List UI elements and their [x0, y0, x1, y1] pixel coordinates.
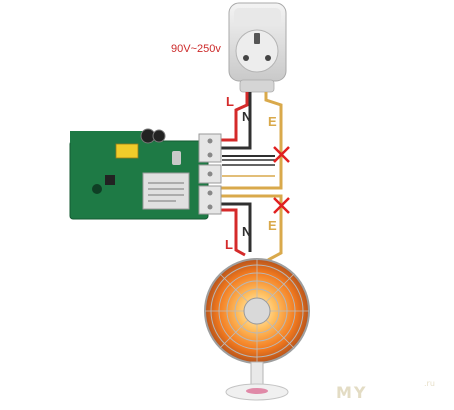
wire-label-live-top: L — [226, 94, 234, 109]
cross-mark-icon — [273, 146, 290, 163]
wire-label-live-bottom: L — [225, 237, 233, 252]
wires-bottom — [215, 164, 283, 262]
supply-voltage-label: 90V~250v — [171, 43, 221, 55]
power-socket-icon — [228, 2, 287, 93]
wire-label-neutral-bottom: N — [242, 224, 251, 239]
wires-top — [215, 92, 283, 190]
wire-label-earth-bottom: E — [268, 218, 277, 233]
wire-label-earth-top: E — [268, 114, 277, 129]
relay-module-board — [69, 128, 209, 220]
wire-label-neutral-top: N — [242, 109, 251, 124]
cross-mark-icon — [273, 197, 290, 214]
terminal-blocks — [198, 133, 222, 215]
watermark-text: MY — [336, 383, 368, 402]
electric-heater-icon — [204, 258, 310, 401]
watermark-suffix: .ru — [424, 379, 435, 388]
